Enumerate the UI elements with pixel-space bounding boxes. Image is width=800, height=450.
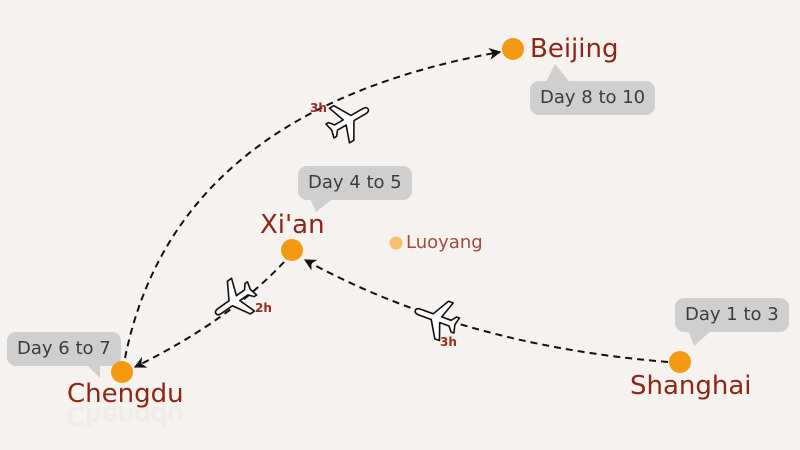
bubble-tail: [545, 64, 571, 84]
bubble-tail: [86, 364, 100, 378]
bubble-tail: [310, 198, 334, 212]
city-marker-xian[interactable]: [281, 239, 303, 261]
days-bubble-xian: Day 4 to 5: [298, 166, 412, 200]
days-bubble-shanghai: Day 1 to 3: [675, 298, 789, 332]
duration-label: 2h: [255, 301, 272, 315]
city-label-chengdu: Chengdu: [67, 379, 184, 409]
airplane-icon: [325, 104, 370, 144]
airplane-icon: [414, 300, 461, 342]
label-reflection: Chengdu: [67, 400, 184, 430]
duration-label: 3h: [440, 335, 457, 349]
duration-label: 3h: [310, 101, 327, 115]
days-bubble-beijing: Day 8 to 10: [530, 81, 656, 115]
airplane-icon: [214, 277, 258, 316]
bubble-tail: [688, 330, 712, 346]
route-xian-chengdu: [133, 261, 285, 368]
city-marker-beijing[interactable]: [502, 38, 524, 60]
city-label-luoyang: Luoyang: [406, 232, 483, 253]
city-marker-shanghai[interactable]: [669, 351, 691, 373]
city-label-shanghai: Shanghai: [630, 371, 752, 401]
city-marker-chengdu[interactable]: [111, 361, 133, 383]
route-shanghai-xian: [303, 259, 669, 363]
city-label-xian: Xi'an: [260, 210, 325, 240]
city-label-beijing: Beijing: [530, 34, 619, 64]
days-bubble-chengdu: Day 6 to 7: [7, 332, 121, 366]
city-marker-luoyang[interactable]: [389, 236, 403, 250]
